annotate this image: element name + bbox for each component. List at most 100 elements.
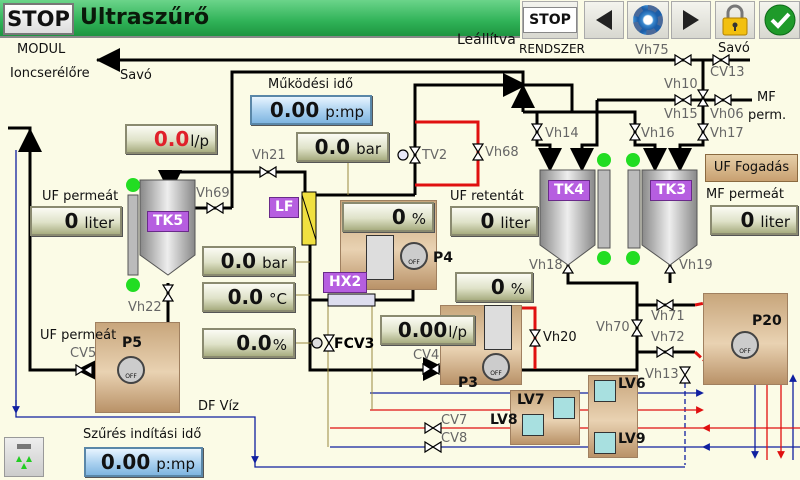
lv7-lv8-skid	[510, 390, 580, 445]
lv7-valve-icon[interactable]	[553, 397, 575, 419]
mukodesi-ido-display[interactable]: 0.00 p:mp	[250, 95, 372, 125]
vh18-label[interactable]: Vh18	[529, 258, 563, 273]
next-button[interactable]	[671, 1, 711, 39]
hx2-tag: HX2	[323, 272, 368, 293]
p4-percent-display[interactable]: 0%	[342, 202, 434, 232]
gear-icon	[633, 5, 663, 35]
settings-button[interactable]	[627, 1, 669, 39]
p4-pump-icon[interactable]: OFF	[400, 242, 428, 270]
vh71-label[interactable]: Vh71	[651, 309, 685, 324]
vh13-label[interactable]: Vh13	[645, 367, 679, 382]
tk3-tag: TK3	[650, 180, 693, 201]
mukodesi-ido-unit: p:mp	[325, 103, 364, 121]
mf-permeat-level-unit: liter	[760, 213, 790, 231]
mf-permeat-label: MF permeát	[706, 187, 784, 202]
cv4-label[interactable]: CV4	[413, 348, 440, 363]
level-indicators	[126, 153, 640, 292]
title-bar	[0, 0, 520, 38]
vh15-label[interactable]: Vh15	[664, 107, 698, 122]
mf-label: MF	[757, 90, 776, 105]
p4-percent-value: 0	[391, 205, 406, 229]
vh10-label[interactable]: Vh10	[664, 77, 698, 92]
uf-retentat-label: UF retentát	[450, 189, 524, 204]
perm-label: perm.	[748, 108, 787, 123]
vh21-label[interactable]: Vh21	[252, 148, 286, 163]
fcv3-percent-unit: %	[272, 336, 287, 354]
fcv3-percent-display[interactable]: 0.0%	[202, 328, 295, 358]
vh16-label[interactable]: Vh16	[641, 126, 675, 141]
uf-fogadas-button[interactable]: UF Fogadás	[705, 154, 798, 182]
cv8-label[interactable]: CV8	[441, 431, 468, 446]
cleaning-button[interactable]	[4, 437, 44, 477]
pressure-top-value: 0.0	[314, 135, 351, 159]
vh17-label[interactable]: Vh17	[710, 126, 744, 141]
p5-pump-icon[interactable]: OFF	[117, 356, 145, 384]
flow-top-value: 0.0	[153, 127, 190, 151]
p20-pump-icon[interactable]: OFF	[731, 331, 759, 359]
p3-label: P3	[458, 375, 479, 391]
vh70-label[interactable]: Vh70	[596, 320, 630, 335]
system-label: RENDSZER	[519, 42, 585, 56]
previous-button[interactable]	[584, 1, 624, 39]
mf-permeat-level-value: 0	[740, 208, 755, 232]
p20-label: P20	[752, 313, 782, 329]
sprinkler-icon	[16, 444, 32, 469]
tk4-tag: TK4	[548, 180, 591, 201]
module-label: MODUL	[17, 42, 66, 57]
p3-percent-display[interactable]: 0%	[455, 272, 533, 302]
lock-button[interactable]	[715, 1, 755, 39]
pressure-top-display[interactable]: 0.0 bar	[296, 132, 389, 162]
szures-inditasi-ido-label: Szűrés indítási idő	[83, 427, 202, 442]
uf-retentat-level-unit: liter	[500, 214, 530, 232]
mukodesi-ido-value: 0.00	[269, 98, 320, 122]
mf-permeat-level-display[interactable]: 0 liter	[710, 205, 798, 235]
confirm-button[interactable]	[759, 1, 800, 39]
df-viz-label: DF Víz	[198, 399, 239, 414]
p3-pump-icon[interactable]: OFF	[482, 353, 510, 381]
system-stop-label: STOP	[523, 7, 577, 33]
uf-permeat-top-label: UF permeát	[42, 189, 119, 204]
pressure-top-unit: bar	[356, 140, 381, 158]
flow-top-unit: l/p	[190, 132, 209, 150]
lv6-valve-icon[interactable]	[594, 380, 616, 402]
p3-controller-icon[interactable]	[484, 305, 512, 350]
cv13-label[interactable]: CV13	[710, 65, 745, 80]
valves	[75, 53, 732, 454]
p3-percent-value: 0	[490, 275, 505, 299]
vh14-label[interactable]: Vh14	[545, 126, 579, 141]
uf-retentat-level-display[interactable]: 0 liter	[450, 206, 538, 236]
uf-permeat-level-value: 0	[64, 209, 79, 233]
fcv3-label[interactable]: FCV3	[334, 336, 375, 352]
p4-controller-icon[interactable]	[366, 235, 394, 280]
vh19-label[interactable]: Vh19	[679, 258, 713, 273]
p4-label: P4	[433, 250, 454, 266]
system-stop-button[interactable]: STOP	[522, 1, 578, 39]
cv5-label[interactable]: CV5	[70, 346, 97, 361]
pressure-mid-unit: bar	[262, 254, 287, 272]
vh20-label[interactable]: Vh20	[543, 330, 577, 345]
lv8-valve-icon[interactable]	[522, 414, 544, 436]
tv2-label[interactable]: TV2	[422, 148, 448, 163]
lv9-valve-icon[interactable]	[594, 432, 616, 454]
vh06-label[interactable]: Vh06	[710, 107, 744, 122]
hx2-exchanger	[327, 293, 376, 307]
lv8-label: LV8	[490, 412, 518, 428]
vh72-label[interactable]: Vh72	[651, 330, 685, 345]
temperature-display[interactable]: 0.0°C	[202, 282, 295, 312]
savo-left-label: Savó	[120, 68, 152, 83]
szures-inditasi-ido-unit: p:mp	[156, 455, 195, 473]
uf-retentat-level-value: 0	[480, 209, 495, 233]
checkmark-icon	[764, 4, 795, 36]
page-title: Ultraszűrő	[80, 5, 210, 30]
vh68-label[interactable]: Vh68	[485, 145, 519, 160]
cv7-label[interactable]: CV7	[441, 413, 468, 428]
stop-button[interactable]: STOP	[3, 3, 74, 35]
vh22-label[interactable]: Vh22	[128, 300, 162, 315]
vh69-label[interactable]: Vh69	[196, 186, 230, 201]
vh75-label[interactable]: Vh75	[635, 43, 669, 58]
